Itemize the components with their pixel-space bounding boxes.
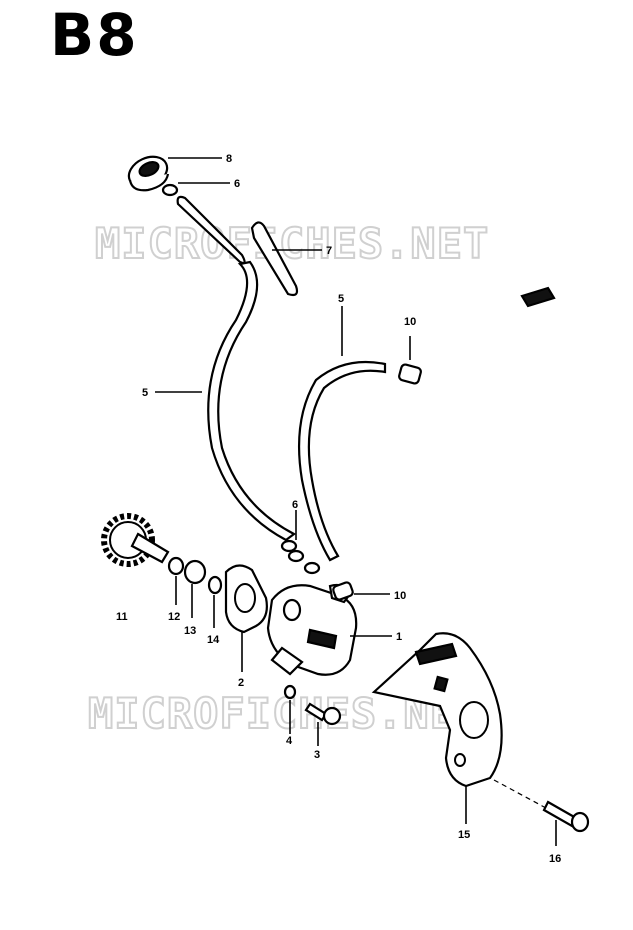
hose-cap-lower (332, 581, 354, 601)
callout-14: 14 (207, 634, 220, 646)
callout-16: 16 (549, 853, 561, 865)
callout-7: 7 (326, 245, 332, 257)
bolt-axis (493, 779, 547, 809)
screw-3 (304, 702, 342, 726)
callout-4: 4 (286, 735, 293, 747)
o-ring-left (280, 539, 298, 553)
pump-cover (371, 632, 503, 788)
callout-8: 8 (226, 153, 232, 165)
oil-hose-left (207, 260, 297, 542)
drive-gear (101, 513, 170, 567)
watermark-top: MICROFICHES.NET (95, 219, 489, 268)
o-ring-top (161, 183, 179, 197)
callout-11: 11 (116, 611, 128, 623)
callout-10-upper: 10 (404, 316, 416, 328)
hose-cap-upper (398, 363, 422, 385)
callout-2: 2 (238, 677, 244, 689)
washer-12 (167, 556, 185, 576)
callout-5-right: 5 (338, 293, 344, 305)
o-ring-left-2 (287, 549, 305, 563)
callout-13: 13 (184, 625, 196, 637)
callout-12: 12 (168, 611, 180, 623)
diagram-title: B8 (50, 1, 139, 69)
ring-14 (207, 575, 223, 595)
callout-6-bottom: 6 (292, 499, 298, 511)
callout-6-top: 6 (234, 178, 240, 190)
o-ring-right (303, 561, 321, 575)
callout-15: 15 (458, 829, 470, 841)
callout-10-lower: 10 (394, 590, 406, 602)
tank-cap (127, 155, 170, 192)
callout-3: 3 (314, 749, 320, 761)
washer-4 (283, 684, 297, 700)
bolt-16 (542, 800, 590, 833)
callout-5-left: 5 (142, 387, 148, 399)
clip-fitting (520, 286, 556, 308)
oil-pump (266, 583, 358, 676)
hose-7 (250, 221, 299, 297)
callout-1: 1 (396, 631, 402, 643)
oil-hose-right (297, 360, 387, 562)
washer-13 (183, 559, 207, 585)
